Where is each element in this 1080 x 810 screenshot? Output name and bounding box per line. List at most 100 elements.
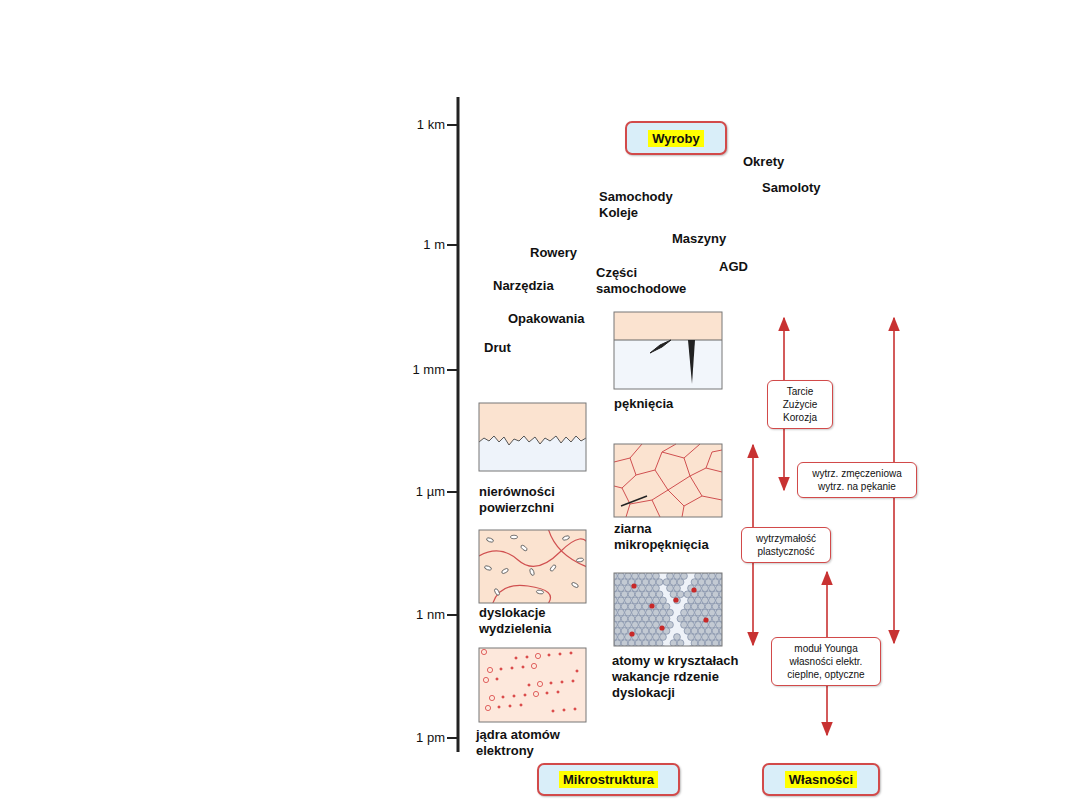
product-label: Opakowania (508, 311, 585, 327)
atom (677, 579, 684, 586)
nucleus (557, 691, 559, 693)
product-label: Maszyny (672, 231, 726, 247)
foreign-atom (649, 603, 654, 608)
scale-axis (447, 97, 458, 752)
dislocation-picture (479, 528, 590, 606)
atom (653, 573, 660, 579)
atom (709, 634, 716, 641)
atom (639, 621, 646, 628)
atom (632, 597, 639, 604)
crack (650, 340, 671, 353)
product-label: Samochody Koleje (599, 189, 681, 221)
atom (646, 585, 653, 592)
product-label: AGD (719, 259, 748, 275)
atom (614, 621, 617, 628)
atom (712, 628, 719, 635)
roughness-picture (479, 403, 586, 471)
atom (709, 573, 716, 579)
nucleus (513, 695, 515, 697)
title-box: Własności (762, 763, 880, 796)
atom (614, 585, 617, 592)
nucleus (528, 684, 530, 686)
grain-boundary (690, 476, 702, 496)
atom (635, 591, 642, 598)
atom (716, 634, 722, 641)
box-text: wytrz. zmęczeniowa wytrz. na pękanie (804, 467, 910, 493)
atom (698, 579, 705, 586)
foreign-atom (631, 583, 636, 588)
nucleus (546, 692, 548, 694)
nucleus (522, 666, 524, 668)
atom (653, 621, 660, 628)
product-label: Samoloty (762, 180, 821, 196)
atom (632, 621, 639, 628)
atom (663, 579, 670, 586)
atom (702, 597, 709, 604)
axis-tick (447, 614, 458, 616)
nucleus (498, 706, 500, 708)
atom (681, 621, 688, 628)
atom (716, 585, 722, 592)
atom (628, 615, 635, 622)
microcrack (621, 496, 647, 506)
atom (688, 634, 695, 641)
atom (674, 573, 681, 579)
nucleus (533, 691, 538, 696)
atom (632, 609, 639, 616)
atom (628, 591, 635, 598)
grain-boundary (668, 490, 684, 517)
product-label: Rowery (530, 245, 577, 261)
atom (688, 597, 695, 604)
nucleus (496, 678, 498, 680)
grain-boundary (684, 458, 722, 476)
picture-caption: ziarna mikropęknięcia (614, 444, 729, 553)
atom (614, 597, 617, 604)
scale-label: 1 km (375, 117, 445, 133)
atom (625, 609, 632, 616)
title-box: Mikrostruktura (537, 763, 680, 796)
nucleus (561, 681, 563, 683)
grain-boundary (662, 444, 700, 458)
atom (635, 579, 642, 586)
foreign-atom (659, 625, 664, 630)
atom (670, 579, 677, 586)
nucleus (481, 649, 486, 654)
atom (660, 634, 667, 641)
atom (691, 615, 698, 622)
atom (642, 579, 649, 586)
precipitate (576, 558, 584, 563)
precipitate (501, 568, 509, 575)
atom (691, 579, 698, 586)
scale-label: 1 pm (375, 730, 445, 746)
atom (674, 597, 681, 604)
nucleus (531, 663, 536, 668)
nucleus (489, 695, 494, 700)
precipitate (510, 535, 517, 539)
nucleus (576, 670, 578, 672)
atom (702, 621, 709, 628)
precipitate (484, 565, 492, 571)
atom (695, 634, 702, 641)
atom (614, 603, 621, 610)
atom (695, 573, 702, 579)
atom (639, 573, 646, 579)
nucleus (487, 667, 492, 672)
scale-label: 1 µm (375, 484, 445, 500)
atom (618, 597, 625, 604)
atom (614, 615, 621, 622)
atom (667, 609, 674, 616)
atom (621, 591, 628, 598)
caption-text: pęknięcia (614, 396, 724, 412)
nucleus (572, 680, 574, 682)
atom (702, 573, 709, 579)
atom (618, 621, 625, 628)
atom (698, 628, 705, 635)
nucleus (511, 667, 513, 669)
atom (702, 585, 709, 592)
box-text: Tarcie Zużycie Korozja (774, 385, 826, 424)
grain-boundary (614, 444, 642, 462)
picture-frame (614, 312, 722, 389)
nucleus (509, 705, 511, 707)
atom (646, 573, 653, 579)
